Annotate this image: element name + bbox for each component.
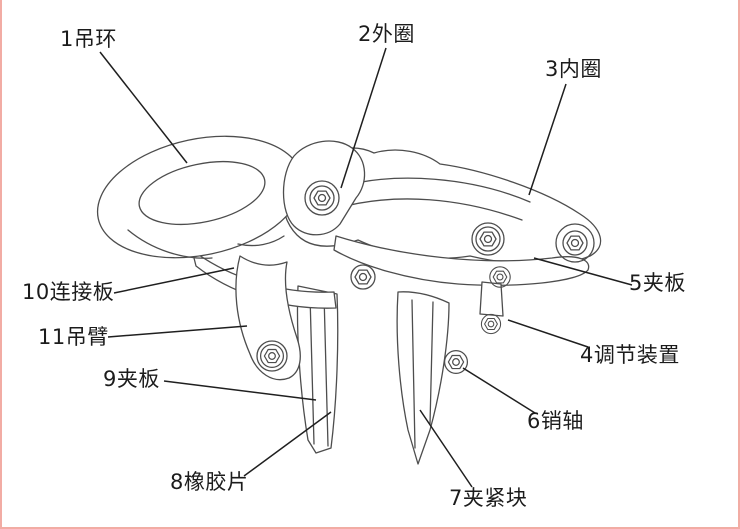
leader-line-11-lifting-arm bbox=[107, 325, 248, 338]
leader-lines bbox=[99, 47, 633, 488]
label-5-clamp-plate-right: 5夹板 bbox=[629, 271, 686, 295]
leader-line-5-clamp-plate bbox=[533, 257, 633, 286]
left-prong bbox=[296, 285, 339, 454]
clamp-line-art bbox=[96, 135, 602, 465]
left-prong-inner-line-2 bbox=[323, 293, 329, 447]
leader-line-6-pin-shaft bbox=[462, 367, 536, 414]
label-2-outer-ring: 2外圈 bbox=[358, 22, 415, 46]
washer-shackle bbox=[304, 180, 340, 216]
inner-ring-link-bottom bbox=[337, 198, 523, 221]
shackle-plate bbox=[282, 140, 366, 236]
label-11-lifting-arm: 11吊臂 bbox=[38, 325, 109, 349]
bolt-adjuster bbox=[480, 313, 502, 335]
label-8-rubber-sheet: 8橡胶片 bbox=[170, 470, 249, 494]
lifting-ring-inner bbox=[138, 161, 266, 225]
label-10-connecting-plate: 10连接板 bbox=[22, 280, 115, 304]
leader-line-8-rubber-sheet bbox=[243, 411, 332, 477]
label-7-clamping-block: 7夹紧块 bbox=[449, 486, 528, 510]
leader-line-10-connecting-plate bbox=[113, 267, 235, 294]
label-4-adjusting-device: 4调节装置 bbox=[580, 343, 680, 367]
leader-line-2-outer-ring bbox=[340, 47, 387, 189]
washer-mid bbox=[471, 222, 505, 256]
connecting-plate bbox=[191, 249, 337, 309]
label-1-lifting-ring: 1吊环 bbox=[60, 27, 117, 51]
leader-line-4-adjusting-device bbox=[507, 319, 589, 348]
washer-arm bbox=[256, 340, 288, 372]
page-edge-right bbox=[738, 0, 740, 529]
ring-tube-detail-2 bbox=[237, 235, 285, 247]
leader-line-1-lifting-ring bbox=[99, 51, 188, 164]
leader-line-9-clamp-plate bbox=[163, 380, 317, 401]
right-prong-inner-line-2 bbox=[429, 301, 434, 425]
bolt-body-center bbox=[350, 264, 376, 290]
leader-line-7-clamping-block bbox=[419, 409, 473, 488]
ring-tube-detail-1 bbox=[127, 229, 213, 259]
right-prong bbox=[396, 291, 450, 465]
page-edge-bottom bbox=[0, 527, 740, 529]
bolt-pin-shaft bbox=[443, 349, 469, 375]
label-3-inner-ring: 3内圈 bbox=[545, 57, 602, 81]
label-6-pin-shaft: 6销轴 bbox=[527, 409, 584, 433]
left-prong-inner-line-1 bbox=[309, 294, 315, 445]
leader-line-3-inner-ring bbox=[528, 83, 567, 196]
clamp-plate-right bbox=[333, 235, 590, 286]
right-prong-inner-line-1 bbox=[411, 299, 416, 449]
adjusting-device bbox=[479, 281, 504, 317]
lifting-arm bbox=[235, 255, 301, 381]
washer-right-cap bbox=[555, 223, 595, 263]
label-9-clamp-plate-left: 9夹板 bbox=[103, 367, 160, 391]
page-edge-left bbox=[0, 0, 2, 529]
